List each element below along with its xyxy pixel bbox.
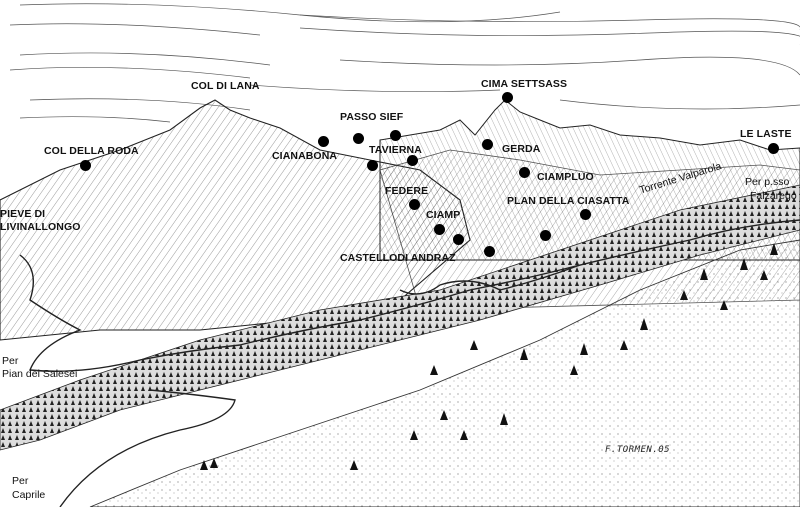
artist-signature: F.TORMEN.05 (605, 445, 671, 455)
label-le-laste: LE LASTE (740, 128, 792, 140)
dot-cima-settsass (502, 92, 513, 103)
dot-federe (409, 199, 420, 210)
label-castello-di-andraz: CASTELLODI ANDRAZ (340, 252, 456, 264)
roads (19, 219, 800, 507)
label-cima-settsass: CIMA SETTSASS (481, 78, 568, 90)
label-tavierna: TAVIERNA (369, 144, 422, 156)
dot-col-della-roda (80, 160, 91, 171)
label-caprile-line1: Per (12, 475, 29, 487)
label-falzarego-line1: Per p.sso (745, 176, 790, 188)
label-salesei-line2: Pian dei Salesei (2, 368, 78, 380)
col-di-lana-massif (0, 99, 471, 341)
label-caprile-line2: Caprile (12, 489, 46, 501)
dot-plan-della-ciasatta (580, 209, 591, 220)
dot-ciamp-1 (434, 224, 445, 235)
label-gerda: GERDA (502, 143, 541, 155)
label-passo-sief: PASSO SIEF (340, 111, 404, 123)
dot-andraz-east (540, 230, 551, 241)
dot-castello-di-andraz (484, 246, 495, 257)
label-salesei-line1: Per (2, 355, 19, 367)
forest-band (0, 184, 800, 451)
dot-gerda (482, 139, 493, 150)
dot-passo-sief-3 (390, 130, 401, 141)
dot-tavierna (407, 155, 418, 166)
dot-cianabona (367, 160, 378, 171)
dot-passo-sief-1 (318, 136, 329, 147)
dot-le-laste (768, 143, 779, 154)
foreground-trees (200, 243, 778, 470)
label-col-della-roda: COL DELLA RODA (44, 145, 139, 157)
label-ciampluo: CIAMPLUO (537, 171, 594, 183)
dot-passo-sief-2 (353, 133, 364, 144)
label-pieve-line1: PIEVE DI (0, 208, 46, 220)
label-plan-della-ciasatta: PLAN DELLA CIASATTA (507, 195, 630, 207)
label-federe: FEDERE (385, 185, 429, 197)
label-cianabona: CIANABONA (272, 150, 338, 162)
label-ciamp: CIAMP (426, 209, 461, 221)
dot-ciamp-2 (453, 234, 464, 245)
dot-ciampluo (519, 167, 530, 178)
foreground-slope (89, 239, 800, 507)
label-col-di-lana: COL DI LANA (191, 80, 260, 92)
label-falzarego-line2: Falzarego (750, 190, 797, 202)
label-pieve-line2: LIVINALLONGO (0, 221, 81, 233)
sky-streaks (9, 3, 800, 123)
